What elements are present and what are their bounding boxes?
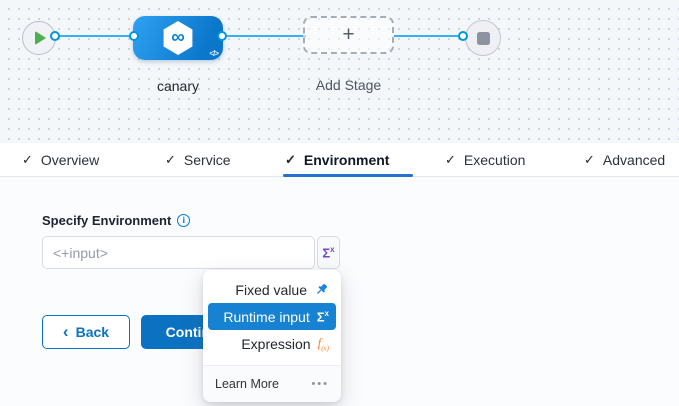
stop-icon — [476, 31, 490, 45]
edge-addstage-to-end — [394, 35, 463, 37]
port-end-in[interactable] — [458, 31, 468, 41]
value-type-dropdown: Fixed value Runtime input Σx Expressi — [203, 270, 341, 402]
port-stage-out[interactable] — [217, 31, 227, 41]
check-icon: ✓ — [22, 152, 33, 167]
stage-tabs: ✓ Overview ✓ Service ✓ Environment ✓ Exe… — [0, 143, 679, 177]
learn-more-link[interactable]: Learn More — [215, 377, 279, 391]
dropdown-item-fixed-value[interactable]: Fixed value — [208, 276, 336, 303]
item-label: Runtime input — [223, 308, 310, 325]
add-stage-button[interactable]: + — [303, 16, 394, 54]
stage-name-label: canary — [156, 78, 200, 94]
check-icon: ✓ — [584, 152, 595, 167]
environment-tab-content: Specify Environment i Σx ‹ Back Continue… — [0, 177, 679, 406]
tab-execution[interactable]: ✓ Execution — [445, 143, 525, 177]
play-icon — [35, 31, 46, 45]
plus-icon: + — [342, 22, 355, 46]
port-start-out[interactable] — [50, 31, 60, 41]
pin-icon — [314, 282, 329, 297]
edge-stage-to-addstage — [222, 35, 306, 37]
tab-service[interactable]: ✓ Service — [165, 143, 231, 177]
sigma-icon: Σx — [322, 244, 335, 261]
dropdown-item-runtime-input[interactable]: Runtime input Σx — [208, 303, 336, 330]
infinity-glyph: ∞ — [171, 26, 185, 48]
chevron-left-icon: ‹ — [62, 321, 69, 341]
back-button[interactable]: ‹ Back — [42, 315, 130, 349]
tab-label: Service — [183, 152, 231, 168]
dropdown-footer: Learn More ••• — [203, 365, 341, 402]
active-tab-underline — [283, 174, 413, 177]
tab-overview[interactable]: ✓ Overview — [22, 143, 99, 177]
specify-environment-label: Specify Environment i — [42, 213, 191, 228]
stage-node-canary[interactable]: ∞ </> — [133, 16, 223, 60]
add-stage-label: Add Stage — [315, 77, 382, 93]
pipeline-end-node[interactable] — [465, 20, 501, 56]
check-icon: ✓ — [445, 152, 456, 167]
environment-input[interactable] — [42, 236, 315, 269]
tab-advanced[interactable]: ✓ Advanced — [584, 143, 665, 177]
code-icon: </> — [209, 49, 219, 58]
tab-label: Overview — [40, 152, 100, 168]
field-label-text: Specify Environment — [42, 213, 172, 228]
item-label: Fixed value — [235, 281, 307, 298]
tab-environment[interactable]: ✓ Environment — [285, 143, 389, 177]
port-stage-in[interactable] — [129, 31, 139, 41]
check-icon: ✓ — [165, 152, 176, 167]
tab-label: Execution — [463, 152, 526, 168]
multi-type-selector-button[interactable]: Σx — [317, 236, 340, 269]
info-icon[interactable]: i — [177, 214, 191, 227]
harness-deploy-icon: ∞ — [163, 21, 193, 55]
fx-icon: f(x) — [317, 334, 329, 353]
more-options-icon[interactable]: ••• — [311, 378, 329, 390]
pipeline-canvas: ∞ </> canary + Add Stage — [0, 0, 679, 143]
item-label: Expression — [241, 335, 311, 352]
dropdown-item-expression[interactable]: Expression f(x) — [208, 330, 336, 357]
sigma-icon: Σx — [316, 308, 329, 325]
tab-label: Advanced — [602, 152, 666, 168]
edge-start-to-stage — [55, 35, 134, 37]
tab-label: Environment — [303, 152, 390, 168]
check-icon: ✓ — [285, 152, 296, 167]
back-label: Back — [75, 324, 110, 340]
